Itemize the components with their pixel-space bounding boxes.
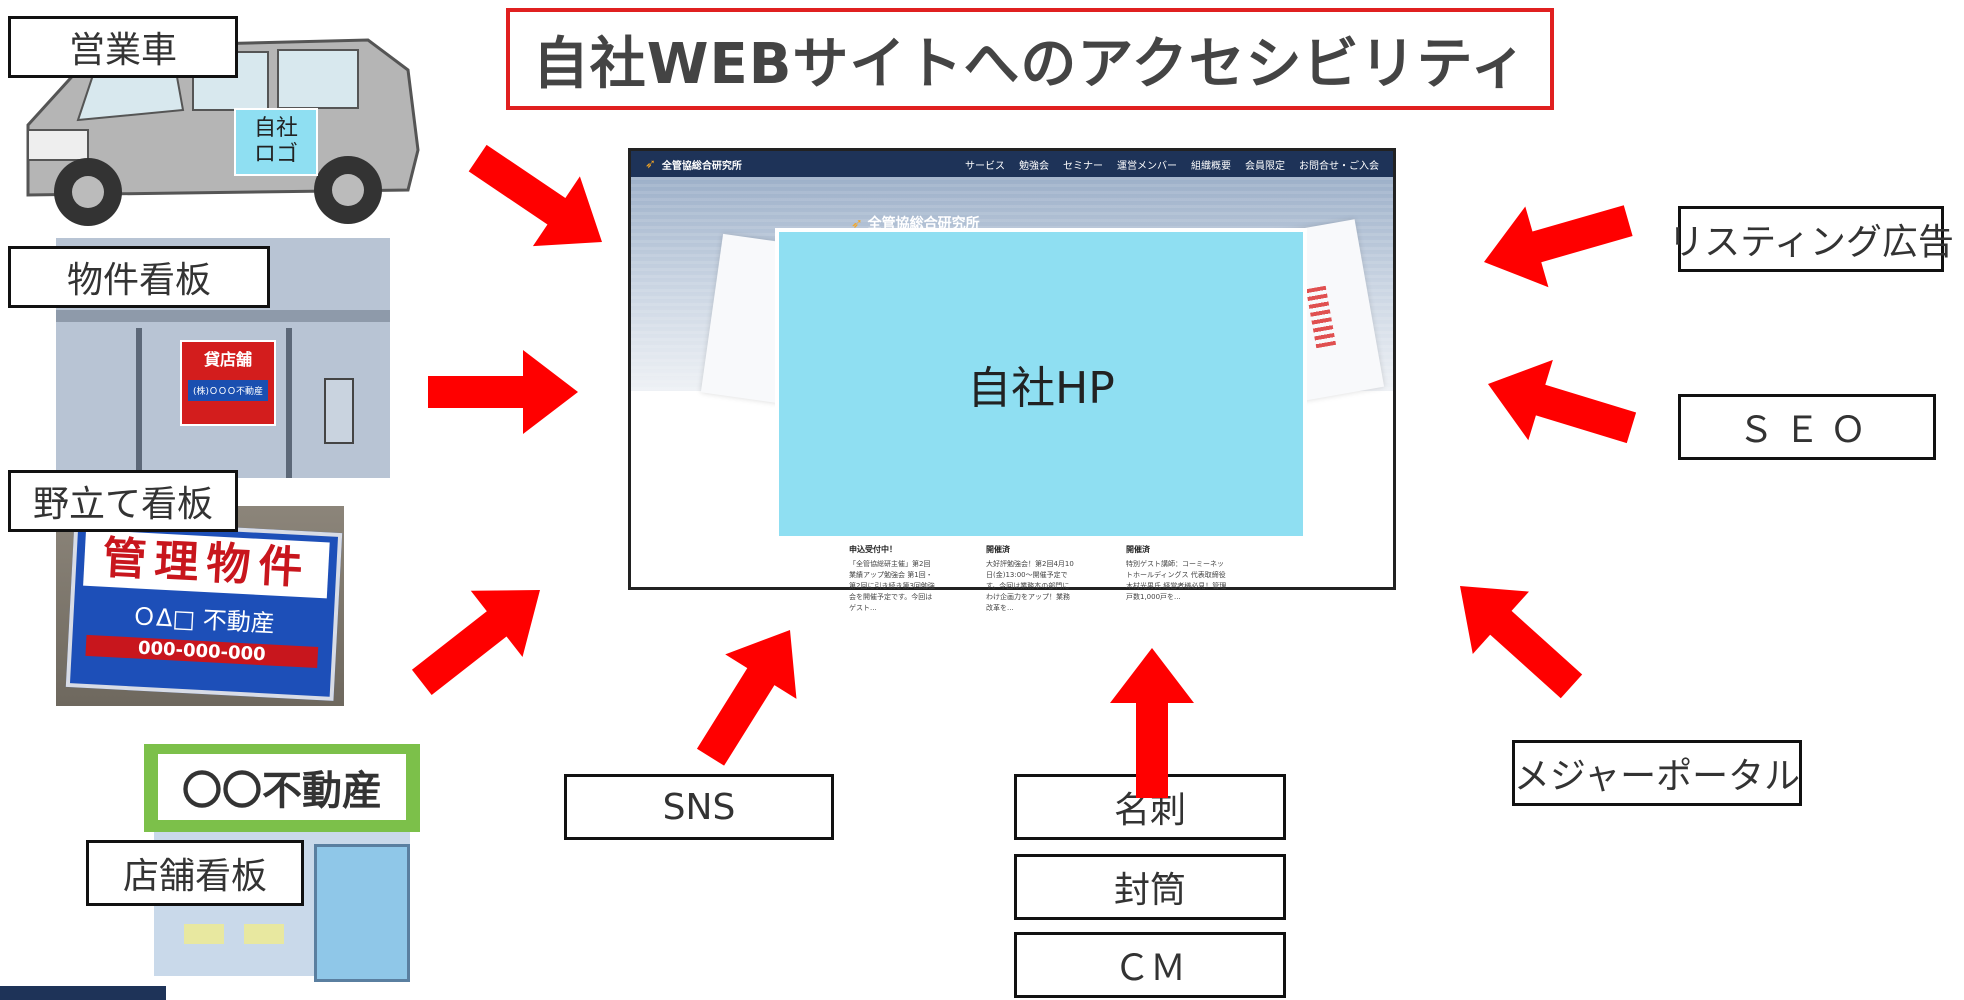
arrow-from-listing-ads <box>1472 180 1640 303</box>
for-rent-sign-sub: (株)ＯＯＯ不動産 <box>188 380 268 401</box>
site-menu-item: 運営メンバー <box>1117 160 1177 172</box>
site-menu-item: お問合せ・ご入会 <box>1299 160 1379 172</box>
bird-logo-icon: ➶ <box>851 216 863 232</box>
news-body: 大好評勉強会！第2回4月10日(金)13:00～開催予定です。今回は業務本の部門… <box>986 560 1074 612</box>
page-title: 自社WEBサイトへのアクセシビリティ <box>532 31 1528 97</box>
arrow-from-property-sign <box>428 350 578 434</box>
label-text: ＳＥＯ <box>1737 410 1876 451</box>
arrow-from-business-card <box>1110 648 1194 798</box>
sales-car-illustration <box>26 38 420 226</box>
label-sns: SNS <box>564 774 834 840</box>
label-sales-car: 営業車 <box>8 16 238 78</box>
arrow-from-seo <box>1475 343 1644 469</box>
arrow-from-store-sign <box>395 556 566 716</box>
title-box: 自社WEBサイトへのアクセシビリティ <box>506 8 1554 110</box>
label-text: 封筒 <box>1113 870 1186 911</box>
label-seo: ＳＥＯ <box>1678 394 1936 460</box>
label-text: リスティング広告 <box>1668 222 1954 263</box>
bird-logo-icon: ➶ <box>645 156 656 172</box>
news-heading: 開催済 <box>986 545 1010 554</box>
news-body: 「全管協総研主催」第2回業績アップ勉強会 第1回・第2回に引き続き第3回勉強会を… <box>849 560 935 612</box>
label-listing-ads: リスティング広告 <box>1668 206 1954 272</box>
arrow-from-car <box>454 123 626 277</box>
label-field-sign: 野立て看板 <box>8 470 238 532</box>
site-menu: サービス 勉強会 セミナー 運営メンバー 組織概要 会員限定 お問合せ・ご入会 <box>965 157 1379 172</box>
label-store-sign: 店舗看板 <box>86 840 304 906</box>
site-menu-item: サービス <box>965 160 1005 172</box>
arrow-from-sns <box>674 607 826 780</box>
car-logo-panel: 自社 ロゴ <box>234 108 318 176</box>
site-logo-text: 全管協総合研究所 <box>661 160 742 172</box>
for-rent-sign: 貸店舗 (株)ＯＯＯ不動産 <box>180 340 276 426</box>
label-text: 物件看板 <box>66 260 211 301</box>
site-menu-item: 組織概要 <box>1191 160 1231 172</box>
news-body: 特別ゲスト講師：コーミーネットホールディングス 代表取締役 木村光男氏 経営者様… <box>1126 560 1227 601</box>
label-property-sign: 物件看板 <box>8 246 270 308</box>
news-heading: 開催済 <box>1126 545 1150 554</box>
label-envelope: 封筒 <box>1014 854 1286 920</box>
label-text: 野立て看板 <box>32 484 213 525</box>
label-text: メジャーポータル <box>1513 756 1801 797</box>
site-menu-item: セミナー <box>1063 160 1103 172</box>
news-heading: 申込受付中！ <box>849 545 897 554</box>
site-menu-item: 勉強会 <box>1019 160 1049 172</box>
field-sign-photo: 管理物件 ＯΔ□ 不動産 000-000-000 <box>56 506 344 706</box>
store-sign-board: 〇〇不動産 <box>158 754 406 820</box>
site-logo: ➶ 全管協総合研究所 <box>645 157 742 172</box>
arrow-from-major-portal <box>1431 554 1600 718</box>
label-text: 営業車 <box>68 30 177 71</box>
car-logo-text: 自社 ロゴ <box>253 116 298 167</box>
label-major-portal: メジャーポータル <box>1512 740 1802 806</box>
site-nav-bar: ➶ 全管協総合研究所 サービス 勉強会 セミナー 運営メンバー 組織概要 会員限… <box>631 151 1393 177</box>
label-text: ＣＭ <box>1113 948 1186 989</box>
store-sign-text: 〇〇不動産 <box>182 768 382 814</box>
site-menu-item: 会員限定 <box>1245 160 1285 172</box>
corner-block <box>0 986 166 1000</box>
label-cm: ＣＭ <box>1014 932 1286 998</box>
company-hp-box: 自社HP <box>775 228 1307 540</box>
label-text: 店舗看板 <box>122 856 267 897</box>
company-hp-label: 自社HP <box>967 363 1115 414</box>
for-rent-sign-text: 貸店舗 <box>203 350 252 369</box>
label-text: SNS <box>662 786 736 828</box>
